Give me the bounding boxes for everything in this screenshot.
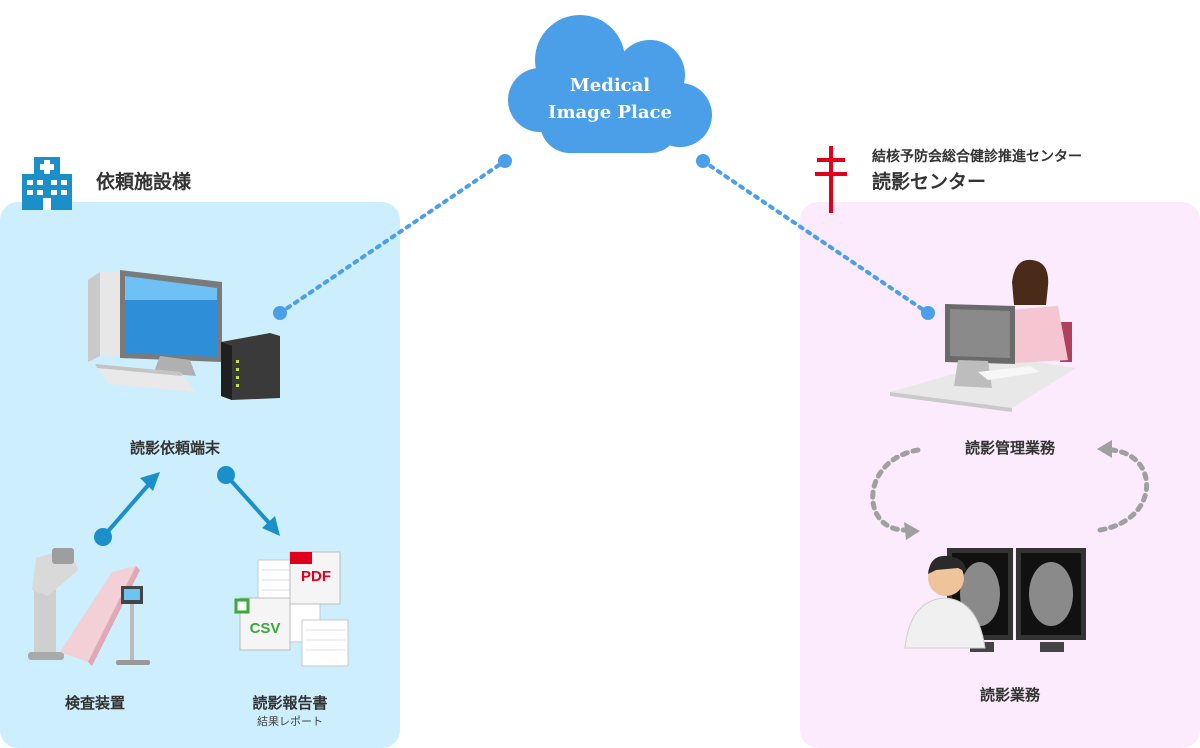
cycle-arrow-left [870, 447, 921, 533]
reading-center-title: 読影センター [872, 171, 987, 193]
cycle-arrowhead-left [904, 522, 920, 540]
right-connector-dot-top [696, 154, 710, 168]
reading-label: 読影業務 [979, 686, 1040, 704]
left-connector-dot-bottom [273, 306, 287, 320]
double-cross-icon [815, 146, 847, 213]
equipment-label: 検査装置 [64, 694, 125, 712]
terminal-label: 読影依頼端末 [129, 439, 220, 457]
reading-center-panel [800, 202, 1200, 748]
right-connector-line [701, 159, 930, 315]
left-connector-dot-top [498, 154, 512, 168]
right-connector-dot-bottom [921, 306, 935, 320]
operator-workstation-icon [890, 259, 1076, 412]
cloud-label: Medical Image Place [510, 72, 710, 132]
report-label: 読影報告書 [252, 694, 328, 712]
cloud-label-line2: Image Place [548, 102, 672, 123]
pdf-badge: PDF [301, 568, 331, 585]
cycle-arrow-right [1097, 447, 1149, 533]
cloud-label-line1: Medical [569, 75, 651, 96]
cloud-icon [508, 15, 712, 153]
hospital-building-icon [22, 157, 72, 210]
equipment-to-terminal-arrow [94, 472, 160, 546]
organization-name: 結核予防会総合健診推進センター [872, 149, 1082, 165]
pc-terminal-icon [88, 270, 280, 400]
client-facility-title: 依頼施設様 [96, 171, 192, 193]
cycle-arrowhead-right [1097, 440, 1112, 458]
xray-equipment-icon [28, 548, 150, 666]
management-label: 読影管理業務 [964, 439, 1055, 457]
report-sublabel: 結果レポート [257, 715, 323, 728]
left-connector-line [278, 159, 507, 315]
report-documents-icon [234, 551, 349, 667]
radiologist-workstation-icon [904, 548, 1086, 652]
csv-badge: CSV [249, 620, 281, 637]
terminal-to-report-arrow [217, 466, 280, 536]
